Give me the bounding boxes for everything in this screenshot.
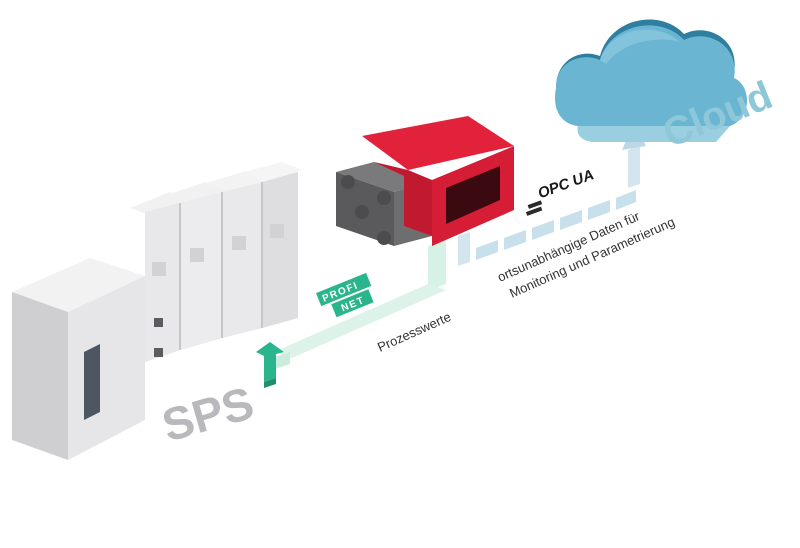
cloud-icon	[554, 19, 748, 142]
opcua-logo-icon: OPC UA	[525, 166, 597, 216]
arrow-up-icon	[256, 342, 284, 388]
profinet-logo-icon: PROFI NET	[316, 272, 374, 318]
device-icon	[336, 116, 514, 246]
profinet-logo-text-2: NET	[340, 295, 367, 314]
sps-label: SPS	[156, 376, 259, 451]
plc-rack-icon	[12, 162, 302, 460]
opc-data-flow	[458, 122, 646, 266]
process-values-flow	[272, 240, 446, 370]
opcua-logo-text: OPC UA	[536, 166, 597, 202]
